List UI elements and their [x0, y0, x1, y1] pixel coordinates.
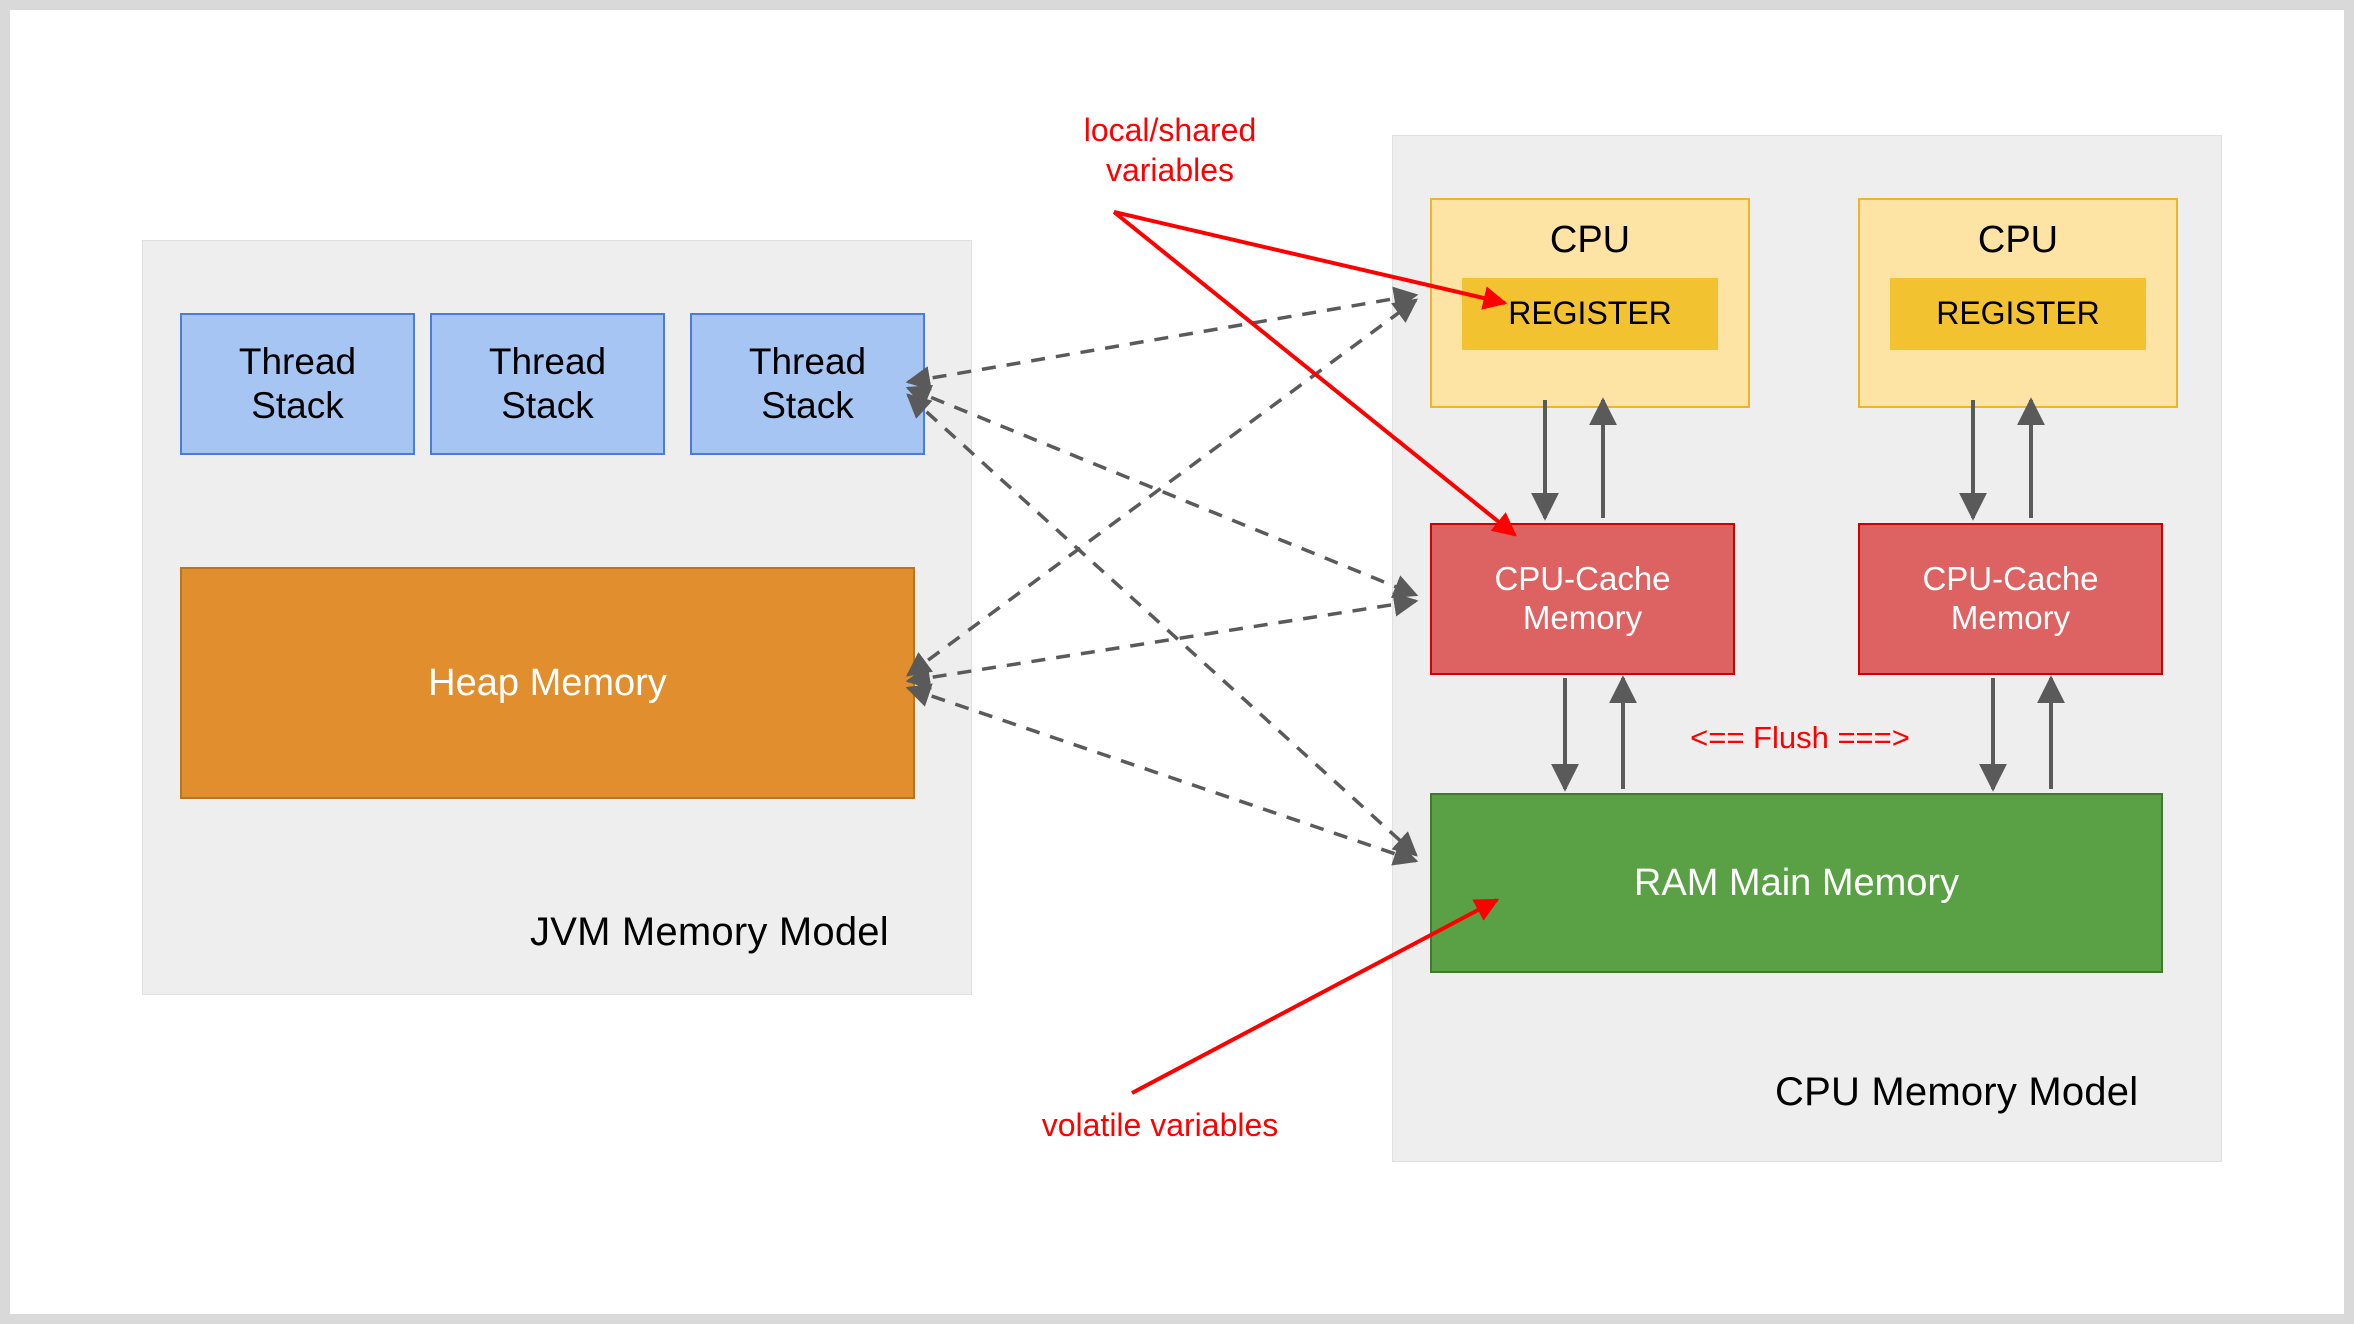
cpu-label-1: CPU — [1549, 219, 1631, 261]
dashed-link-heap-register — [906, 298, 1418, 677]
register-box-2[interactable]: REGISTER — [1890, 278, 2146, 350]
dashed-link-threadstack-ram — [906, 393, 1418, 857]
dashed-link-heap-ram — [905, 683, 1419, 866]
volatile-variables-label: volatile variables — [1041, 1107, 1279, 1143]
cpu-box-1[interactable]: CPU REGISTER — [1430, 198, 1750, 408]
dashed-link-heap-cache — [905, 592, 1419, 690]
heap-memory-label: Heap Memory — [428, 661, 667, 704]
cpu-memory-model-title: CPU Memory Model — [1775, 1070, 2139, 1114]
ram-main-memory-label: RAM Main Memory — [1633, 861, 1960, 904]
heap-memory-box[interactable]: Heap Memory — [180, 567, 915, 799]
dashed-link-threadstack-register — [905, 286, 1419, 391]
ram-main-memory-box[interactable]: RAM Main Memory — [1430, 793, 2163, 973]
flush-label: <== Flush ===> — [1690, 720, 1910, 755]
cpu-box-2[interactable]: CPU REGISTER — [1858, 198, 2178, 408]
register-label-1: REGISTER — [1508, 295, 1672, 332]
jvm-memory-model-title: JVM Memory Model — [530, 910, 889, 954]
register-label-2: REGISTER — [1936, 295, 2100, 332]
register-box-1[interactable]: REGISTER — [1462, 278, 1718, 350]
cpu-label-2: CPU — [1977, 219, 2059, 261]
dashed-link-threadstack-cache — [905, 384, 1419, 599]
